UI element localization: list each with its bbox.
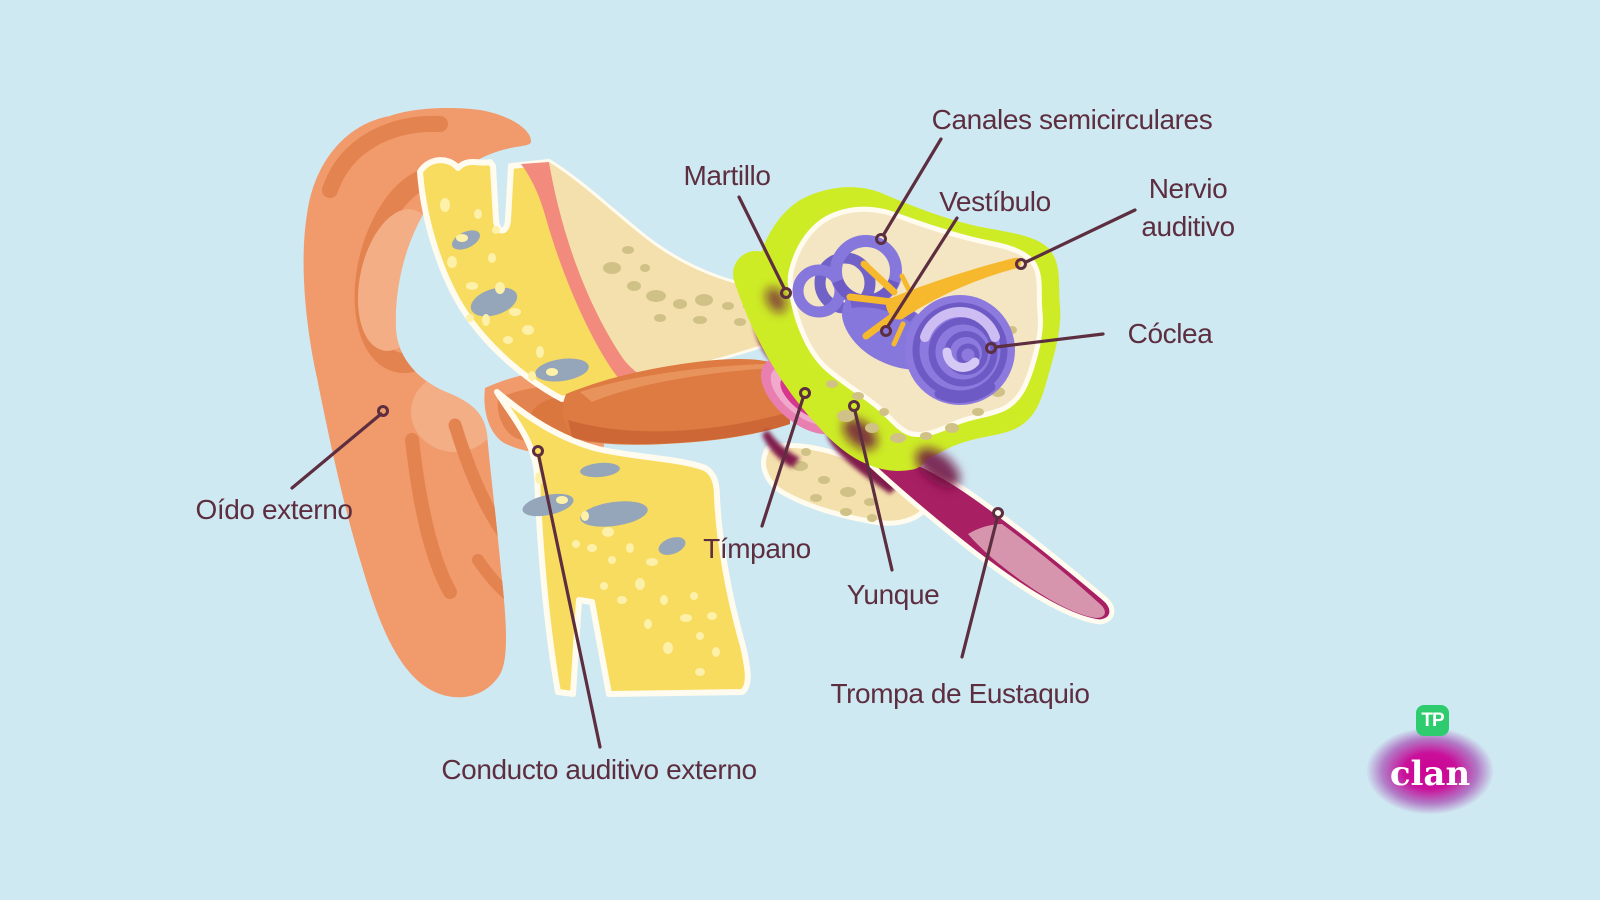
label-nervio-auditivo: Nervio auditivo xyxy=(1141,173,1235,242)
label-canales-semicirculares: Canales semicirculares xyxy=(931,104,1213,136)
ear-canal xyxy=(562,359,790,445)
label-timpano: Tímpano xyxy=(703,533,811,565)
clan-logo-text: clan xyxy=(1389,754,1471,794)
label-vestibulo: Vestíbulo xyxy=(939,186,1051,218)
leader-yunque xyxy=(853,409,894,572)
label-coclea: Cóclea xyxy=(1127,318,1213,350)
leader-canales-semicirculares xyxy=(882,137,943,236)
eustachian-tube xyxy=(854,435,1115,625)
auditory-nerve xyxy=(846,257,1022,347)
label-yunque: Yunque xyxy=(846,579,940,611)
tp-badge-text: TP xyxy=(1421,709,1444,731)
leader-lines xyxy=(290,137,1137,749)
label-trompa-de-eustaquio: Trompa de Eustaquio xyxy=(830,678,1090,710)
pointer-dots xyxy=(377,233,1027,519)
pink-tissue-band xyxy=(521,162,651,392)
leader-nervio-auditivo xyxy=(1024,208,1137,264)
leader-conducto xyxy=(537,455,602,749)
tp-rating-badge: TP xyxy=(1416,705,1449,736)
skull-bone-lower xyxy=(494,389,751,697)
label-oido-externo: Oído externo xyxy=(195,494,353,526)
leader-vestibulo xyxy=(886,216,959,328)
leader-coclea xyxy=(994,332,1105,349)
leader-trompa xyxy=(960,517,999,659)
leader-martillo xyxy=(737,195,786,290)
cochlea xyxy=(905,295,1015,405)
label-conducto-auditivo-externo: Conducto auditivo externo xyxy=(441,754,757,786)
leader-timpano xyxy=(760,396,805,528)
leader-oido-externo xyxy=(290,412,383,490)
label-martillo: Martillo xyxy=(683,160,771,192)
